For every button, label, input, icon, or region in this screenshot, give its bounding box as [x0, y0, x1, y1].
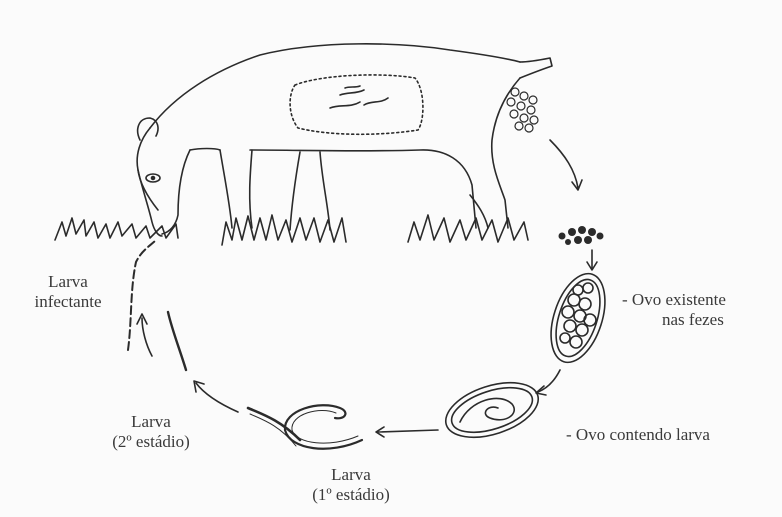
larva-stage1	[285, 405, 362, 448]
label-egg-feces-line1: - Ovo existente	[622, 290, 726, 310]
egg-with-larva	[439, 372, 545, 447]
arrow-to-larva1	[378, 430, 438, 432]
label-larva2-line1: Larva	[96, 412, 206, 432]
label-egg-larva-text: - Ovo contendo larva	[566, 425, 710, 445]
grass-right	[408, 215, 528, 242]
label-larva1-line1: Larva	[296, 465, 406, 485]
larva-elongated	[168, 312, 186, 370]
label-egg-feces-line2: nas fezes	[622, 310, 726, 330]
stomach-inset	[290, 75, 423, 134]
label-larva-stage1: Larva (1º estádio)	[296, 465, 406, 505]
label-infective-line2: infectante	[18, 292, 118, 312]
larva-stage2	[248, 408, 300, 440]
label-egg-feces: - Ovo existente nas fezes	[622, 290, 726, 330]
egg-with-morula	[541, 267, 615, 369]
label-larva1-line2: (1º estádio)	[296, 485, 406, 505]
fecal-pellets-ground	[559, 226, 604, 245]
goat-illustration	[137, 44, 552, 236]
label-larva-stage2: Larva (2º estádio)	[96, 412, 206, 452]
arrow-to-larva2	[196, 383, 238, 412]
grass-left	[55, 218, 178, 240]
label-egg-larva: - Ovo contendo larva	[566, 425, 710, 445]
label-larva2-line2: (2º estádio)	[96, 432, 206, 452]
label-infective-larva: Larva infectante	[18, 272, 118, 312]
fecal-pellets-tail	[507, 88, 538, 132]
larva-infective	[128, 240, 156, 350]
arrow-tail-to-ground	[550, 140, 578, 188]
grass-middle	[222, 215, 346, 245]
label-infective-line1: Larva	[18, 272, 118, 292]
